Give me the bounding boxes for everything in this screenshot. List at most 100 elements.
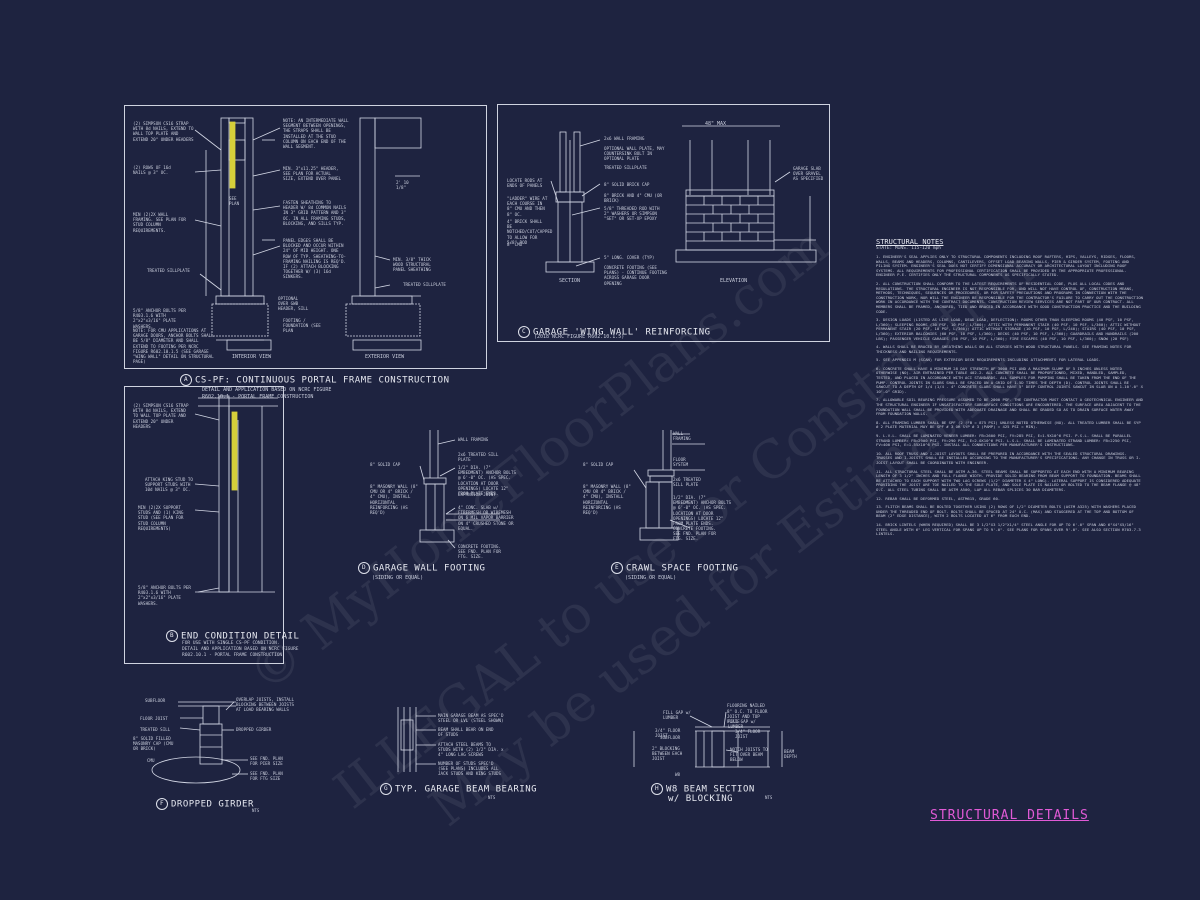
detail-h-note: W8 [675, 772, 681, 777]
detail-c-note: 5" LONG. COVER (TYP) [604, 255, 655, 260]
structural-note: 14. BRICK LINTELS (WHEN REQUIRED) SHALL … [876, 521, 1141, 537]
structural-note: 7. ALLOWABLE SOIL BEARING PRESSURE ASSUM… [876, 397, 1144, 417]
detail-c-section: SECTION [559, 278, 581, 284]
detail-a-note: 5/8" ANCHOR BOLTS PER R403.1.6 WITH 2"x2… [133, 308, 186, 329]
detail-f-note: TREATED SILL [140, 727, 171, 732]
detail-g-marker: G [380, 783, 392, 795]
detail-g-note: BEAM SHALL BEAR ON END OF STUDS [438, 727, 494, 738]
detail-c-sub1: (2018 NCRC FIGURE R602.10.1.5) [534, 334, 625, 340]
detail-a-note: MIN. 3"x11.25" HEADER, SEE PLAN FOR ACTU… [283, 166, 341, 182]
detail-c-elevation: ELEVATION [720, 278, 748, 284]
detail-d-note: CONCRETE FOOTING. SEE FND. PLAN FOR FTG.… [458, 544, 501, 560]
detail-a-note: FOOTING / FOUNDATION (SEE PLAN [283, 318, 321, 334]
detail-g-note: MAIN GARAGE BEAM AS SPEC'D STEEL OR LVL … [438, 713, 504, 724]
detail-a-view-interior: INTERIOR VIEW [232, 354, 272, 360]
detail-a-note: TREATED SILLPLATE [147, 268, 190, 273]
detail-d-marker: D [358, 562, 370, 574]
detail-f-scale: NTS [252, 808, 260, 813]
detail-b-marker: B [166, 630, 178, 642]
detail-h-note: SUBFLOOR [660, 735, 681, 740]
detail-h-note: 3/4" FLOOR JOIST [655, 728, 681, 739]
structural-note: 9. L.V.L. SHALL BE LAMINATED VENEER LUMB… [876, 433, 1132, 448]
structural-note: 5. SEE APPENDIX M (SCAN) FOR EXTERIOR DE… [876, 357, 1101, 363]
structural-note: 11. ALL STRUCTURAL STEEL SHALL BE ASTM A… [876, 468, 1141, 492]
structural-note: 13. FLITCH BEAMS SHALL BE BOLTED TOGETHE… [876, 504, 1137, 519]
detail-g-drawing [397, 707, 436, 772]
detail-f-note: 8" SOLID FILLED MASONRY CAP (CMU OR BRIC… [133, 736, 174, 752]
detail-d-note: 8" MASONRY WALL (8" CMU OR 4" BRICK / 4"… [370, 484, 418, 516]
detail-a-note: (2) ROWS OF 16d NAILS @ 3" OC. [133, 165, 171, 176]
detail-a-note: SEE PLAN [229, 196, 240, 207]
structural-note: 8. ALL FRAMING LUMBER SHALL BE SPF (2 (F… [876, 419, 1141, 430]
detail-a-note: TREATED SILLPLATE [403, 282, 446, 287]
detail-f-title-text: DROPPED GIRDER [171, 799, 254, 810]
detail-a-note: NOTE: AN INTERMEDIATE WALL SEGMENT BETWE… [283, 118, 349, 150]
detail-d-sub1: (SIDING OR EQUAL) [372, 575, 424, 581]
detail-d-note: 2x6 TREATED SILL PLATE [458, 452, 499, 463]
detail-a-sub1: DETAIL AND APPLICATION BASED ON NCRC FIG… [202, 387, 332, 393]
detail-d-note: 4" CONC. SLAB w/ FIBERMESH OR WIREMESH O… [458, 505, 514, 531]
detail-e-note: FLOOR SYSTEM [673, 457, 689, 468]
detail-f-note: DROPPED GIRDER [236, 727, 272, 732]
detail-f-note: SEE FND. PLAN FOR FTG SIZE [250, 771, 283, 782]
detail-a-note: FASTEN SHEATHING TO HEADER W/ 8d COMMON … [283, 200, 347, 226]
detail-c-note: 4" BRICK SHALL BE NOTCHED/CUT/CAPPED TO … [507, 219, 553, 245]
detail-d-drawing [419, 430, 500, 549]
detail-a-note: NOTE: FOR CMU APPLICATIONS AT GARAGE DOO… [133, 328, 214, 365]
detail-c-frame [497, 104, 830, 342]
detail-e-marker: E [611, 562, 623, 574]
detail-d-note: 8" SOLID CAP [370, 462, 401, 467]
detail-e-note: 8" MASONRY WALL (8" CMU OR 4" BRICK / 4"… [583, 484, 631, 516]
detail-b-sub1: FOR USE WITH SINGLE CS-PF CONDITION. [182, 641, 280, 646]
detail-g-note: NUMBER OF STUDS SPEC'D (SEE PLANS) INCLU… [438, 761, 502, 777]
detail-h-note: 8" O.C. TO FLOOR JOIST AND TOP PLATE [727, 709, 768, 725]
detail-c-note: OPTIONAL WALL PLATE, MAY COUNTERSINK BOL… [604, 146, 665, 162]
detail-a-drawing [194, 117, 422, 351]
detail-h-title2: w/ BLOCKING [668, 794, 734, 804]
structural-note: 3. DESIGN LOADS (LISTED AS LIVE LOAD, DE… [876, 317, 1141, 341]
detail-b-drawing [194, 395, 278, 593]
detail-e-note: WALL FRAMING [673, 431, 691, 442]
detail-c-note: LOCATE RODS AT ENDS OF PANELS [507, 178, 543, 189]
detail-a-title-text: CS-PF: CONTINUOUS PORTAL FRAME CONSTRUCT… [195, 375, 450, 386]
detail-c-note: "LADDER" WIRE AT EACH COURSE IN 8" CMU A… [507, 196, 548, 217]
detail-h-drawing [633, 711, 783, 768]
structural-notes-title: STRUCTURAL NOTES [876, 238, 944, 246]
sheet-title: STRUCTURAL DETAILS [930, 808, 1089, 823]
structural-note: 2. ALL CONSTRUCTION SHALL CONFORM TO THE… [876, 280, 1144, 314]
detail-g-scale: NTS [488, 795, 496, 800]
detail-c-note: TREATED SILLPLATE [604, 165, 647, 170]
detail-h-title-text: W8 BEAM SECTION [666, 784, 755, 795]
structural-notes-meta: STATE: MINS. 115-120 mph [876, 246, 942, 251]
detail-b-sub3: R602.10.1 - PORTAL FRAME CONSTRUCTION [182, 653, 283, 658]
detail-a-note: MIN. 3/8" THICK WOOD STRUCTURAL PANEL SH… [393, 257, 431, 273]
detail-e-drawing [633, 430, 705, 541]
detail-h-note: NOTCH JOISTS TO FIT OVER BEAM BELOW [730, 747, 768, 763]
detail-a-frame [124, 105, 487, 369]
detail-b-title-text: END CONDITION DETAIL [181, 631, 300, 642]
detail-h-marker: H [651, 783, 663, 795]
detail-c-note: 2x6 WALL FRAMING [604, 136, 645, 141]
detail-h-note: BEAM DEPTH [784, 749, 797, 760]
structural-note: 1. ENGINEER'S SEAL APPLIES ONLY TO STRUC… [876, 254, 1137, 278]
detail-f-note: CMU [147, 758, 155, 763]
structural-note: 4. WALLS SHALL BE BRACED BY SHEATHING WA… [876, 344, 1132, 354]
detail-c-title-text: GARAGE 'WING WALL' REINFORCING [533, 327, 711, 338]
detail-d-note: WALL FRAMING [458, 437, 489, 442]
detail-g-title-text: TYP. GARAGE BEAM BEARING [395, 784, 538, 795]
detail-a-note: MIN (2)2X WALL FRAMING. SEE PLAN FOR STU… [133, 212, 186, 233]
detail-c-note: GARAGE SLAB OVER GRAVEL AS SPECIFIED [793, 166, 824, 182]
detail-f-marker: F [156, 798, 168, 810]
detail-h-note: 3/4" FLOOR JOIST [735, 729, 761, 740]
detail-c-note: 8" SOLID BRICK CAP [604, 182, 650, 187]
detail-f-note: SUBFLOOR [145, 698, 166, 703]
detail-e-note: 2x6 TREATED SILL PLATE [673, 477, 701, 488]
detail-c-marker: C [518, 326, 530, 338]
